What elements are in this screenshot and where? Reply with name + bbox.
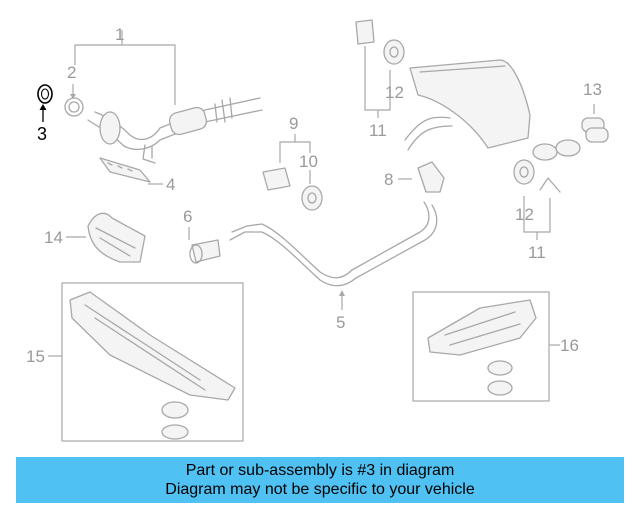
callout-6: 6 — [183, 207, 192, 226]
callout-8: 8 — [384, 170, 393, 189]
part-13-tips[interactable]: 13 — [581, 80, 609, 143]
callout-1: 1 — [115, 25, 124, 44]
callout-11-left: 11 — [369, 121, 387, 140]
callout-9: 9 — [289, 114, 298, 133]
part-11-12-left-hanger[interactable]: 12 11 — [355, 19, 405, 140]
callout-11-right: 11 — [528, 243, 546, 262]
banner-line-1: Part or sub-assembly is #3 in diagram — [185, 462, 455, 479]
part-15-underbody-panel[interactable]: 15 — [26, 282, 244, 442]
part-3-gasket[interactable]: 3 — [37, 84, 53, 144]
part-7-muffler[interactable]: 7 — [404, 59, 581, 161]
callout-2: 2 — [67, 63, 76, 82]
part-16-rear-panel[interactable]: 16 — [412, 291, 579, 402]
callout-4: 4 — [166, 175, 175, 194]
part-2-clamp[interactable]: 2 — [64, 63, 84, 117]
callout-15: 15 — [26, 347, 45, 366]
callout-12-left: 12 — [385, 83, 404, 102]
part-6-hanger[interactable]: 6 — [183, 207, 221, 264]
banner-line-2: Diagram may not be specific to your vehi… — [165, 481, 475, 498]
part-9-10-mount[interactable]: 9 10 — [262, 114, 323, 211]
callout-16: 16 — [560, 336, 579, 355]
part-5-center-pipe[interactable]: 5 — [229, 201, 438, 332]
callout-14: 14 — [44, 228, 63, 247]
exhaust-parts-diagram: 3 1 2 4 14 6 — [26, 19, 609, 442]
part-4-bracket[interactable]: 4 — [99, 157, 175, 194]
callout-3: 3 — [37, 124, 47, 144]
part-14-heat-shield[interactable]: 14 — [44, 212, 146, 263]
part-8-flange[interactable]: 8 — [384, 161, 445, 193]
info-banner: Part or sub-assembly is #3 in diagram Di… — [16, 457, 624, 503]
callout-13: 13 — [583, 80, 602, 99]
callout-5: 5 — [336, 313, 345, 332]
callout-12-right: 12 — [515, 205, 534, 224]
part-1-front-pipe-assembly[interactable]: 1 — [74, 25, 263, 164]
callout-10: 10 — [299, 152, 318, 171]
part-11-12-right-hanger[interactable]: 12 11 — [513, 159, 561, 262]
